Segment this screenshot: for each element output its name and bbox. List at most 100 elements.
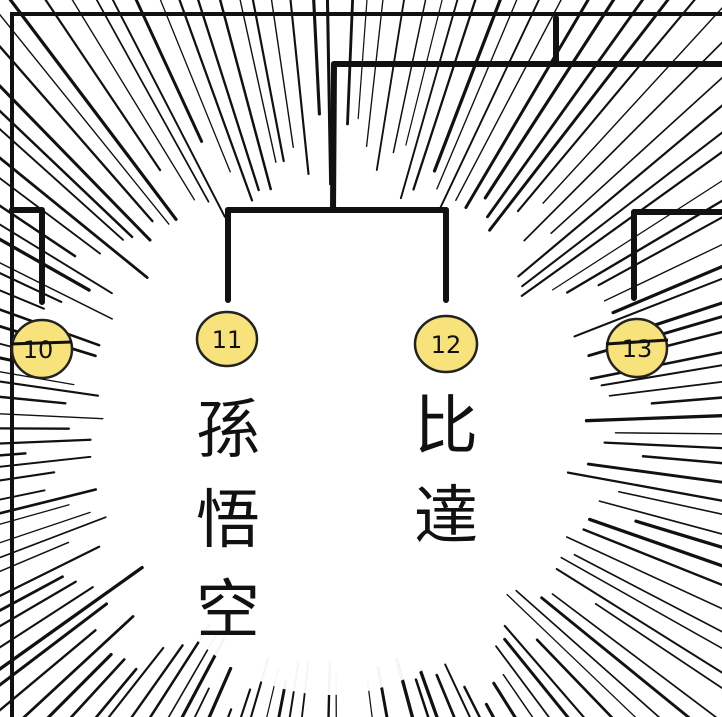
speed-line <box>614 432 722 435</box>
speed-line <box>0 156 149 279</box>
speed-line <box>392 0 427 154</box>
speed-line <box>464 0 590 209</box>
bracket-leg-13 <box>631 209 722 301</box>
speed-line <box>0 545 101 598</box>
name-12-char-2: 達 <box>414 480 478 554</box>
speed-line <box>0 489 46 501</box>
speed-line <box>270 0 295 149</box>
speed-line <box>239 688 252 717</box>
speed-line <box>412 0 477 191</box>
seed-badge-10-circle <box>10 318 74 380</box>
speed-line <box>22 615 135 717</box>
bracket-upper-stem <box>330 61 337 213</box>
speed-line <box>111 0 229 223</box>
speed-line <box>503 637 570 717</box>
speed-line <box>597 216 722 287</box>
speed-line <box>573 553 722 633</box>
speed-line <box>550 76 722 235</box>
speed-line <box>486 0 645 219</box>
speed-line <box>503 624 586 717</box>
speed-line <box>107 646 165 717</box>
speed-line <box>588 517 722 568</box>
speed-line <box>0 575 64 612</box>
speed-line <box>598 500 722 535</box>
speed-line <box>432 0 502 173</box>
speed-line <box>0 13 170 225</box>
speed-line <box>0 541 70 573</box>
speed-line <box>586 462 722 484</box>
speed-line <box>455 0 562 202</box>
speed-line <box>641 455 722 465</box>
speed-line <box>46 652 113 717</box>
speed-line <box>492 681 517 717</box>
speed-line <box>0 516 107 559</box>
speed-line <box>521 131 722 288</box>
speed-line <box>178 0 254 202</box>
speed-line <box>551 593 718 717</box>
speed-line <box>435 673 456 717</box>
seed-badge-12-circle <box>413 314 479 374</box>
speed-line <box>484 702 496 717</box>
speed-line <box>566 536 722 610</box>
speed-line <box>414 678 430 717</box>
speed-line <box>218 0 272 191</box>
speed-line <box>0 413 104 420</box>
speed-line <box>0 586 94 649</box>
speed-line <box>94 667 138 717</box>
speed-line <box>516 0 696 213</box>
speed-line <box>44 0 162 172</box>
speed-line <box>69 658 126 717</box>
speed-line <box>436 0 518 190</box>
seed-badge-13-strike <box>605 338 669 346</box>
speed-line <box>0 452 27 457</box>
speed-line <box>130 644 184 717</box>
speed-line <box>0 565 144 671</box>
speed-line <box>0 272 63 303</box>
bracket-leg-10 <box>9 207 45 305</box>
speed-line <box>555 568 722 674</box>
speed-line <box>584 414 722 423</box>
speed-line <box>365 0 384 148</box>
speed-line <box>488 0 670 232</box>
speed-line <box>227 708 233 717</box>
speed-line <box>0 629 97 712</box>
speed-line <box>0 289 45 310</box>
speed-line <box>0 455 92 468</box>
speed-line <box>495 645 550 717</box>
speed-line <box>0 84 152 242</box>
speed-line <box>239 0 277 163</box>
speed-line <box>0 109 134 239</box>
speed-line <box>399 0 459 200</box>
seed-badge-10-strike <box>9 340 73 346</box>
speed-line <box>540 596 691 717</box>
speed-line <box>650 396 722 405</box>
seed-badge-13: 13 <box>605 317 669 379</box>
speed-line <box>483 0 616 200</box>
speed-line <box>603 243 722 302</box>
competitor-name-11: 孫 悟 空 <box>196 394 260 648</box>
seed-badge-13-circle <box>605 317 669 379</box>
speed-line <box>520 150 722 297</box>
speed-line <box>0 44 154 223</box>
speed-line <box>289 0 310 175</box>
seed-badge-13-number: 13 <box>622 335 653 363</box>
bracket-lines <box>9 15 722 305</box>
speed-line <box>0 504 70 525</box>
speed-line <box>551 180 722 291</box>
speed-line <box>515 589 661 717</box>
name-11-char-1: 孫 <box>196 394 260 468</box>
speed-line <box>634 519 722 550</box>
speed-line <box>251 0 285 163</box>
speed-line <box>325 0 333 202</box>
speed-line <box>523 41 722 242</box>
speed-line <box>560 556 722 650</box>
seed-badge-10: 10 <box>9 318 74 380</box>
speed-line <box>159 0 231 173</box>
speed-line <box>438 0 540 212</box>
speed-line <box>600 364 722 387</box>
name-11-char-2: 悟 <box>196 484 260 558</box>
spotlight <box>115 185 545 695</box>
speed-line <box>277 680 288 717</box>
